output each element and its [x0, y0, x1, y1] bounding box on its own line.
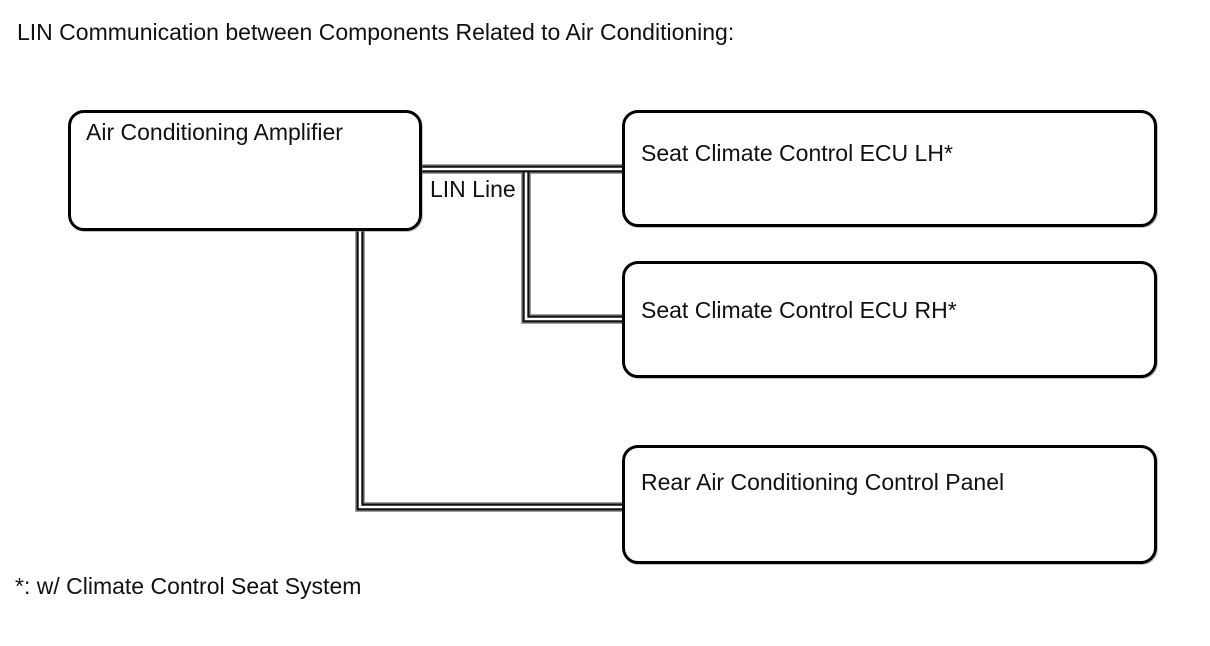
node-air-conditioning-amplifier: Air Conditioning Amplifier — [68, 110, 422, 231]
footnote: *: w/ Climate Control Seat System — [15, 573, 362, 599]
node-label: Seat Climate Control ECU RH* — [641, 297, 957, 323]
node-label: Air Conditioning Amplifier — [86, 119, 343, 145]
node-label: Rear Air Conditioning Control Panel — [641, 469, 1005, 495]
connector-amplifier-to-rear-panel — [356, 222, 630, 511]
lin-line-label: LIN Line — [430, 176, 516, 202]
node-rear-air-conditioning-control-panel: Rear Air Conditioning Control Panel — [622, 445, 1157, 564]
page-title: LIN Communication between Components Rel… — [17, 19, 735, 45]
node-seat-climate-control-ecu-rh: Seat Climate Control ECU RH* — [622, 261, 1157, 378]
node-seat-climate-control-ecu-lh: Seat Climate Control ECU LH* — [622, 110, 1157, 227]
node-label: Seat Climate Control ECU LH* — [641, 140, 953, 166]
connector-amplifier-to-seat-rh — [522, 169, 630, 323]
